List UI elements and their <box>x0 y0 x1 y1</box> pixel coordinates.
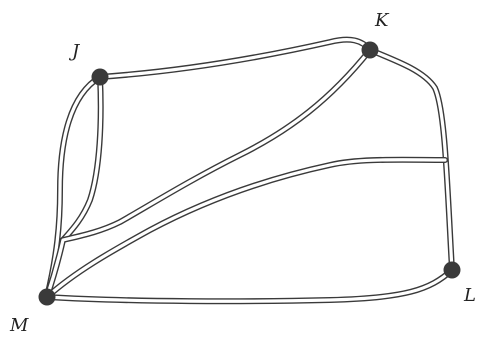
road-j-m-outer <box>44 74 103 300</box>
road-j-k <box>97 36 373 80</box>
labels: J K L M <box>9 10 476 336</box>
node-k <box>361 41 379 59</box>
roads <box>44 36 455 305</box>
node-m <box>38 288 56 306</box>
node-j <box>91 68 109 86</box>
road-j-m-inner <box>60 74 104 243</box>
road-k-l <box>367 47 455 273</box>
label-j: J <box>68 41 81 62</box>
road-l-m <box>44 267 455 305</box>
road-k-m <box>44 47 373 300</box>
road-kl-branch-m <box>44 156 448 300</box>
label-l: L <box>463 285 476 306</box>
node-l <box>443 261 461 279</box>
label-m: M <box>9 315 29 336</box>
label-k: K <box>374 10 390 31</box>
nodes <box>38 41 461 306</box>
